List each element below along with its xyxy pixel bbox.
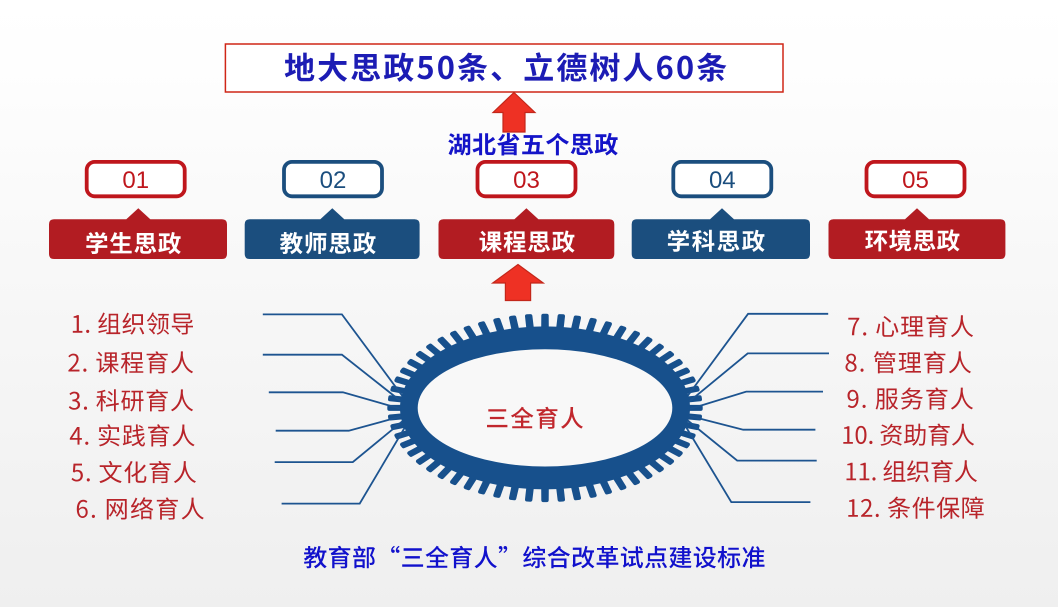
svg-text:05: 05 xyxy=(902,167,929,194)
svg-text:02: 02 xyxy=(320,167,347,194)
svg-text:03: 03 xyxy=(513,167,540,194)
svg-text:01: 01 xyxy=(122,167,149,194)
svg-text:04: 04 xyxy=(709,167,736,194)
